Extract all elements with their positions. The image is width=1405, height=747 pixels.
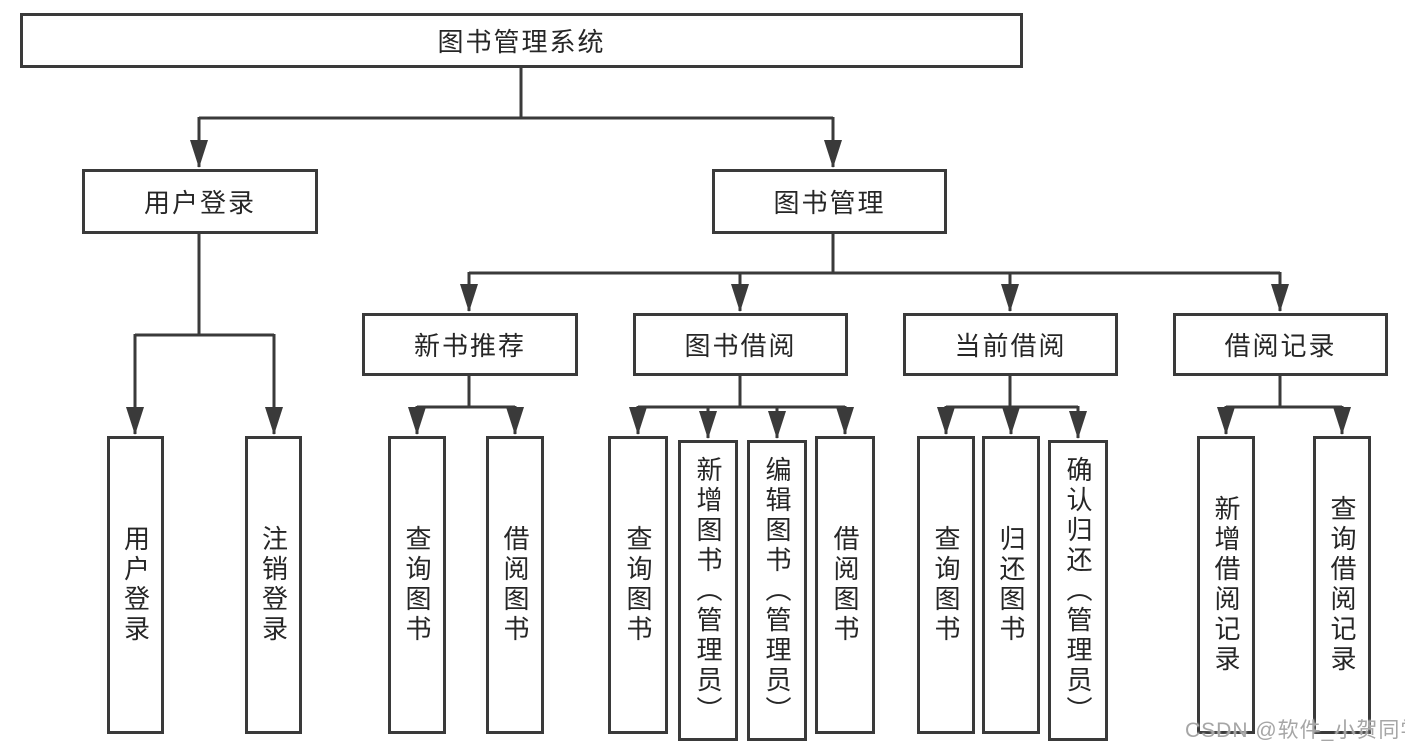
- leaf-newbook-borrow-books-label: 借阅图书: [500, 525, 530, 645]
- leaf-current-query-books: 查询图书: [917, 436, 975, 734]
- node-borrow-records-label: 借阅记录: [1224, 331, 1337, 361]
- leaf-current-return-books-label: 归还图书: [996, 525, 1026, 645]
- node-book-borrow-label: 图书借阅: [684, 331, 797, 361]
- node-new-book-recommend: 新书推荐: [362, 313, 578, 376]
- leaf-logout-label: 注销登录: [258, 525, 289, 645]
- leaf-borrow-add-books-admin-label: 新增图书（管理员）: [693, 455, 723, 726]
- leaf-current-confirm-return-admin-label: 确认归还（管理员）: [1063, 455, 1093, 726]
- leaf-borrow-borrow-books-label: 借阅图书: [830, 525, 860, 645]
- leaf-records-add-record-label: 新增借阅记录: [1211, 495, 1241, 675]
- leaf-borrow-edit-books-admin: 编辑图书（管理员）: [747, 440, 807, 741]
- node-new-book-recommend-label: 新书推荐: [413, 331, 526, 361]
- node-current-borrow: 当前借阅: [903, 313, 1118, 376]
- node-user-login: 用户登录: [82, 169, 318, 234]
- leaf-newbook-query-books-label: 查询图书: [402, 525, 432, 645]
- leaf-borrow-add-books-admin: 新增图书（管理员）: [678, 440, 738, 741]
- leaf-borrow-query-books-label: 查询图书: [623, 525, 653, 645]
- leaf-user-login: 用户登录: [107, 436, 164, 734]
- leaf-current-return-books: 归还图书: [982, 436, 1040, 734]
- leaf-records-query-record: 查询借阅记录: [1313, 436, 1371, 734]
- leaf-records-add-record: 新增借阅记录: [1197, 436, 1255, 734]
- leaf-records-query-record-label: 查询借阅记录: [1327, 495, 1357, 675]
- leaf-borrow-query-books: 查询图书: [608, 436, 668, 734]
- node-book-management-label: 图书管理: [773, 188, 886, 218]
- node-current-borrow-label: 当前借阅: [954, 331, 1067, 361]
- leaf-borrow-borrow-books: 借阅图书: [815, 436, 875, 734]
- leaf-logout: 注销登录: [245, 436, 302, 734]
- leaf-newbook-borrow-books: 借阅图书: [486, 436, 544, 734]
- node-user-login-label: 用户登录: [143, 188, 256, 218]
- node-borrow-records: 借阅记录: [1173, 313, 1388, 376]
- leaf-user-login-label: 用户登录: [120, 525, 151, 645]
- node-library-system: 图书管理系统: [20, 13, 1023, 68]
- leaf-current-query-books-label: 查询图书: [931, 525, 961, 645]
- leaf-newbook-query-books: 查询图书: [388, 436, 446, 734]
- node-library-system-label: 图书管理系统: [437, 27, 606, 57]
- leaf-borrow-edit-books-admin-label: 编辑图书（管理员）: [762, 455, 792, 726]
- node-book-borrow: 图书借阅: [633, 313, 848, 376]
- leaf-current-confirm-return-admin: 确认归还（管理员）: [1048, 440, 1108, 741]
- node-book-management: 图书管理: [712, 169, 947, 234]
- watermark: CSDN @软件_小贺同学: [1185, 719, 1405, 742]
